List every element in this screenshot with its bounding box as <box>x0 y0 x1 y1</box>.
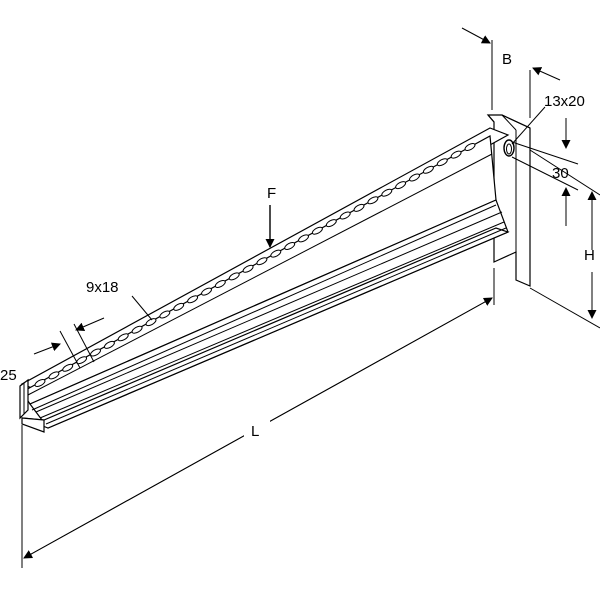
wall-plate <box>486 114 531 287</box>
slot <box>409 173 420 182</box>
slot <box>62 363 74 372</box>
slot <box>131 325 143 334</box>
slot <box>298 234 309 243</box>
dimension-slot: 9x18 <box>86 279 153 321</box>
slot <box>242 264 254 273</box>
label-edge: 25 <box>0 367 17 384</box>
slot <box>117 333 129 342</box>
label-H: H <box>584 247 595 264</box>
slot <box>450 150 462 159</box>
dimension-edge: 25 <box>0 317 105 384</box>
slot <box>256 257 268 266</box>
mounting-slot <box>503 139 515 157</box>
slot <box>228 272 240 281</box>
label-L: L <box>251 423 259 440</box>
slot <box>353 203 365 212</box>
slot <box>381 188 393 197</box>
slot <box>311 226 323 235</box>
dimension-H: H <box>529 149 600 329</box>
slot <box>325 219 337 228</box>
slot <box>339 211 351 220</box>
slot <box>422 165 434 174</box>
label-pitch: 30 <box>552 165 569 182</box>
label-slot: 9x18 <box>86 279 119 296</box>
label-B: B <box>502 51 512 68</box>
slot <box>145 318 157 327</box>
dimension-pitch: 30 <box>511 118 579 226</box>
dimension-slot-top: 13x20 <box>511 93 585 145</box>
slot <box>48 371 60 380</box>
slot <box>173 302 185 311</box>
dimension-L: L <box>21 268 495 568</box>
slot <box>159 310 171 319</box>
slot <box>187 295 199 304</box>
slot <box>34 379 46 387</box>
label-F: F <box>267 185 276 202</box>
slot <box>103 340 115 349</box>
dimension-B: B <box>461 27 561 118</box>
slot <box>367 196 379 205</box>
slot <box>270 249 282 258</box>
slot <box>201 287 212 296</box>
slot <box>214 280 226 288</box>
slot <box>436 158 448 167</box>
load-arrow-F: F <box>265 185 276 248</box>
slot <box>284 242 296 250</box>
slot <box>395 181 407 190</box>
slot <box>464 143 476 151</box>
label-slot-top: 13x20 <box>544 93 585 110</box>
